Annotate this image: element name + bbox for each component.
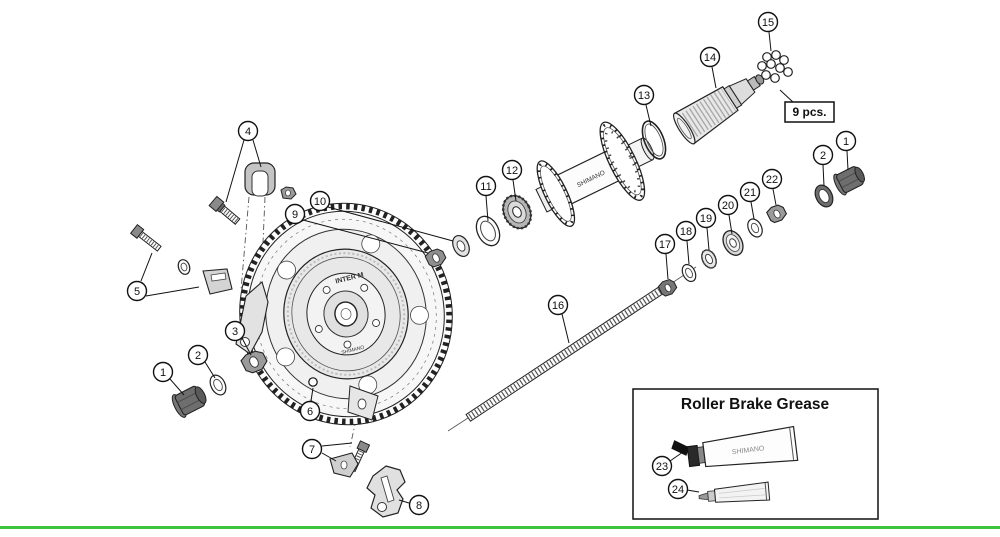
part-ball-bearings-15 bbox=[757, 50, 793, 83]
callout-13: 13 bbox=[633, 84, 655, 106]
svg-text:21: 21 bbox=[744, 187, 756, 199]
brake-unit-sub-label: SHIMANO bbox=[341, 345, 365, 356]
callout-7: 7 bbox=[301, 438, 323, 460]
assembly-axis-line bbox=[240, 196, 250, 291]
callout-21: 21 bbox=[739, 181, 761, 203]
callout-22: 22 bbox=[761, 168, 783, 190]
svg-text:15: 15 bbox=[762, 17, 774, 29]
svg-text:17: 17 bbox=[659, 239, 671, 251]
part-lock-washer-19 bbox=[700, 249, 718, 269]
callout-16: 16 bbox=[547, 294, 569, 316]
part-seal-ring-right-2 bbox=[814, 184, 834, 208]
svg-text:11: 11 bbox=[480, 181, 491, 193]
svg-text:1: 1 bbox=[160, 367, 166, 379]
callout-1-left: 1 bbox=[152, 361, 174, 383]
part-cable-clip-5 bbox=[202, 268, 233, 295]
callout-1-right: 1 bbox=[835, 130, 857, 152]
svg-text:10: 10 bbox=[314, 196, 326, 208]
part-axle-nut-left-1 bbox=[171, 385, 207, 418]
callout-17: 17 bbox=[654, 233, 676, 255]
grease-info-box: Roller Brake Grease SHIMANO bbox=[632, 388, 879, 520]
svg-text:9: 9 bbox=[292, 209, 298, 221]
callout-10: 10 bbox=[309, 190, 331, 212]
callout-19: 19 bbox=[695, 207, 717, 229]
part-washer-18 bbox=[681, 263, 697, 283]
svg-text:2: 2 bbox=[820, 150, 826, 162]
bottom-divider bbox=[0, 526, 1000, 529]
svg-text:24: 24 bbox=[672, 484, 684, 496]
callout-2-right: 2 bbox=[812, 144, 834, 166]
brake-arm-hole bbox=[240, 337, 250, 347]
part-fixing-washer-5 bbox=[177, 259, 191, 275]
svg-text:3: 3 bbox=[232, 326, 238, 338]
callout-2-left: 2 bbox=[187, 344, 209, 366]
part-cone-washer-10 bbox=[452, 234, 470, 258]
part-locknut-17 bbox=[657, 278, 678, 297]
part-hub-shell: SHIMANO bbox=[535, 121, 655, 228]
part-frame-dropout-8 bbox=[366, 465, 406, 518]
part-locknut-22 bbox=[766, 204, 788, 224]
callout-24: 24 bbox=[667, 478, 689, 500]
part-grease-tube-23: SHIMANO bbox=[671, 425, 799, 468]
svg-text:16: 16 bbox=[552, 300, 564, 312]
callout-20: 20 bbox=[717, 194, 739, 216]
svg-text:13: 13 bbox=[638, 90, 650, 102]
part-roller-brake-unit: INTER M SHIMANO bbox=[239, 202, 453, 426]
part-washer-21 bbox=[747, 218, 763, 238]
svg-text:14: 14 bbox=[704, 52, 716, 64]
part-fixing-bolt-5 bbox=[129, 223, 162, 252]
callout-6: 6 bbox=[299, 400, 321, 422]
svg-text:8: 8 bbox=[416, 500, 422, 512]
part-dust-cap-11 bbox=[475, 215, 501, 247]
svg-text:19: 19 bbox=[700, 213, 712, 225]
nine-pcs-label-box: 9 pcs. bbox=[784, 101, 835, 123]
part-cone-20 bbox=[722, 230, 744, 256]
svg-text:6: 6 bbox=[307, 406, 313, 418]
callout-11: 11 bbox=[475, 175, 497, 197]
svg-text:7: 7 bbox=[309, 444, 315, 456]
part-axle-mount-clamp-4 bbox=[244, 162, 276, 197]
part-drive-unit-12 bbox=[501, 194, 533, 230]
svg-text:2: 2 bbox=[195, 350, 201, 362]
svg-text:12: 12 bbox=[506, 165, 518, 177]
callout-9: 9 bbox=[284, 203, 306, 225]
grease-tube-label: SHIMANO bbox=[731, 445, 765, 456]
svg-text:18: 18 bbox=[680, 226, 692, 238]
callout-8: 8 bbox=[408, 494, 430, 516]
callout-23: 23 bbox=[651, 455, 673, 477]
axis-line bbox=[447, 417, 469, 432]
callout-15: 15 bbox=[757, 11, 779, 33]
part-grease-tube-small-24 bbox=[698, 481, 771, 503]
svg-text:4: 4 bbox=[245, 126, 251, 138]
part-bracket-strap-7 bbox=[329, 452, 359, 478]
part-cone-nut-3 bbox=[240, 350, 268, 374]
part-cone-nut-9 bbox=[424, 248, 447, 268]
svg-text:1: 1 bbox=[843, 136, 849, 148]
part-clamp-bolt-4 bbox=[208, 195, 241, 225]
svg-text:23: 23 bbox=[656, 461, 668, 473]
callout-3: 3 bbox=[224, 320, 246, 342]
part-washer-left-2 bbox=[209, 374, 227, 396]
svg-text:22: 22 bbox=[766, 174, 778, 186]
callout-4: 4 bbox=[237, 120, 259, 142]
callout-5: 5 bbox=[126, 280, 148, 302]
arm-mount-hole bbox=[357, 398, 367, 410]
svg-text:5: 5 bbox=[134, 286, 140, 298]
part-steel-ball-6 bbox=[308, 377, 318, 387]
nine-pcs-label: 9 pcs. bbox=[792, 105, 826, 119]
part-freehub-body-14 bbox=[672, 74, 765, 145]
leader-lines bbox=[140, 31, 849, 504]
svg-text:20: 20 bbox=[722, 200, 734, 212]
part-axle-nut-right-1 bbox=[833, 166, 865, 196]
callout-18: 18 bbox=[675, 220, 697, 242]
nine-pcs-leader bbox=[779, 89, 795, 104]
callout-14: 14 bbox=[699, 46, 721, 68]
part-clamp-nut-4 bbox=[280, 186, 297, 200]
grease-box-title: Roller Brake Grease bbox=[681, 396, 830, 413]
part-seal-ring-13 bbox=[641, 120, 667, 160]
callout-12: 12 bbox=[501, 159, 523, 181]
